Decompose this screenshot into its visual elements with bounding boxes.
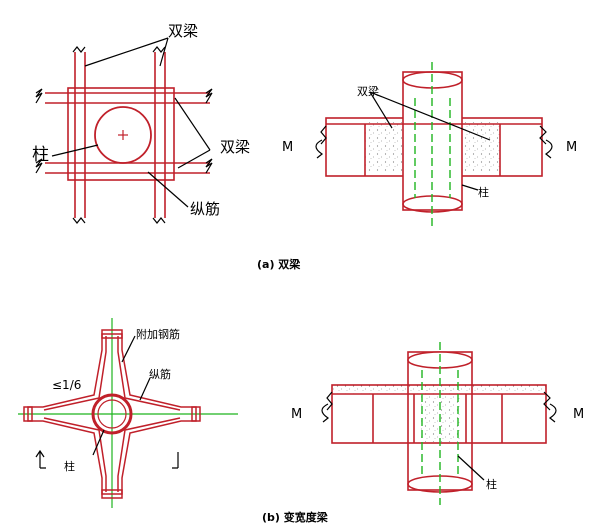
label-column-plan-b: 柱 xyxy=(64,459,75,473)
hatched-slab xyxy=(332,385,546,394)
leader-line xyxy=(174,97,211,151)
plan-a-double-beam xyxy=(45,52,210,218)
leader-line xyxy=(159,37,169,67)
break-mark xyxy=(539,125,547,145)
leader-line xyxy=(139,377,151,401)
leader-line xyxy=(369,91,393,129)
label-moment-right-b: M xyxy=(573,407,584,422)
hatched-beam-left xyxy=(365,122,403,172)
caption-a: (a) 双梁 xyxy=(257,257,301,271)
break-mark xyxy=(72,46,86,53)
break-mark xyxy=(152,46,166,53)
hatched-beam-right xyxy=(462,122,500,172)
beam-end-top xyxy=(101,329,123,339)
break-mark xyxy=(72,217,86,224)
beam-end-left xyxy=(23,406,33,422)
label-moment-left-a: M xyxy=(282,140,293,155)
break-mark xyxy=(35,158,43,174)
break-mark xyxy=(205,88,213,104)
label-longitudinal-bar-b: 纵筋 xyxy=(149,367,171,381)
moment-arrow-right xyxy=(548,403,557,423)
joint-outline xyxy=(67,87,175,181)
label-longitudinal-bar-a: 纵筋 xyxy=(190,200,220,218)
section-mark-right xyxy=(172,452,179,469)
label-column-elev-a: 柱 xyxy=(478,185,489,199)
beam-end-right xyxy=(191,406,201,422)
label-double-beam-right: 双梁 xyxy=(220,138,250,156)
label-column-elev-b: 柱 xyxy=(486,477,497,491)
leader-line xyxy=(121,335,136,363)
moment-arrow-left xyxy=(321,403,330,423)
break-mark xyxy=(152,217,166,224)
moment-arrow-left xyxy=(315,139,324,159)
moment-arrow-right xyxy=(544,139,553,159)
leader-line xyxy=(84,37,169,67)
break-mark xyxy=(35,88,43,104)
plan-b-variable-beam xyxy=(18,318,238,508)
leader-line xyxy=(147,171,189,208)
leader-line xyxy=(457,455,485,481)
column-b-inner xyxy=(97,399,127,429)
beam-b-outline xyxy=(331,384,547,444)
break-mark xyxy=(320,125,327,145)
break-mark xyxy=(205,158,213,174)
leader-line xyxy=(92,429,105,456)
label-double-beam-top: 双梁 xyxy=(168,22,198,40)
caption-b: (b) 变宽度梁 xyxy=(262,510,329,524)
elevation-b xyxy=(321,342,557,505)
elevation-a xyxy=(315,62,553,228)
beam-end-bottom xyxy=(101,489,123,499)
label-slope-ratio: ≤1/6 xyxy=(52,378,81,392)
label-moment-left-b: M xyxy=(291,407,302,422)
label-column-plan-a: 柱 xyxy=(32,145,49,165)
break-mark xyxy=(543,391,551,411)
column-circle xyxy=(94,106,152,164)
section-mark-left xyxy=(35,449,46,469)
beam-inner xyxy=(43,336,181,492)
label-additional-bar: 附加钢筋 xyxy=(136,327,180,341)
break-mark xyxy=(326,391,333,411)
leader-line xyxy=(461,184,479,191)
leader-line xyxy=(51,144,99,157)
column-b-circle xyxy=(91,393,133,435)
label-double-beam-elev: 双梁 xyxy=(357,84,379,98)
leader-line xyxy=(369,91,491,141)
leader-line xyxy=(177,149,211,169)
label-moment-right-a: M xyxy=(566,140,577,155)
